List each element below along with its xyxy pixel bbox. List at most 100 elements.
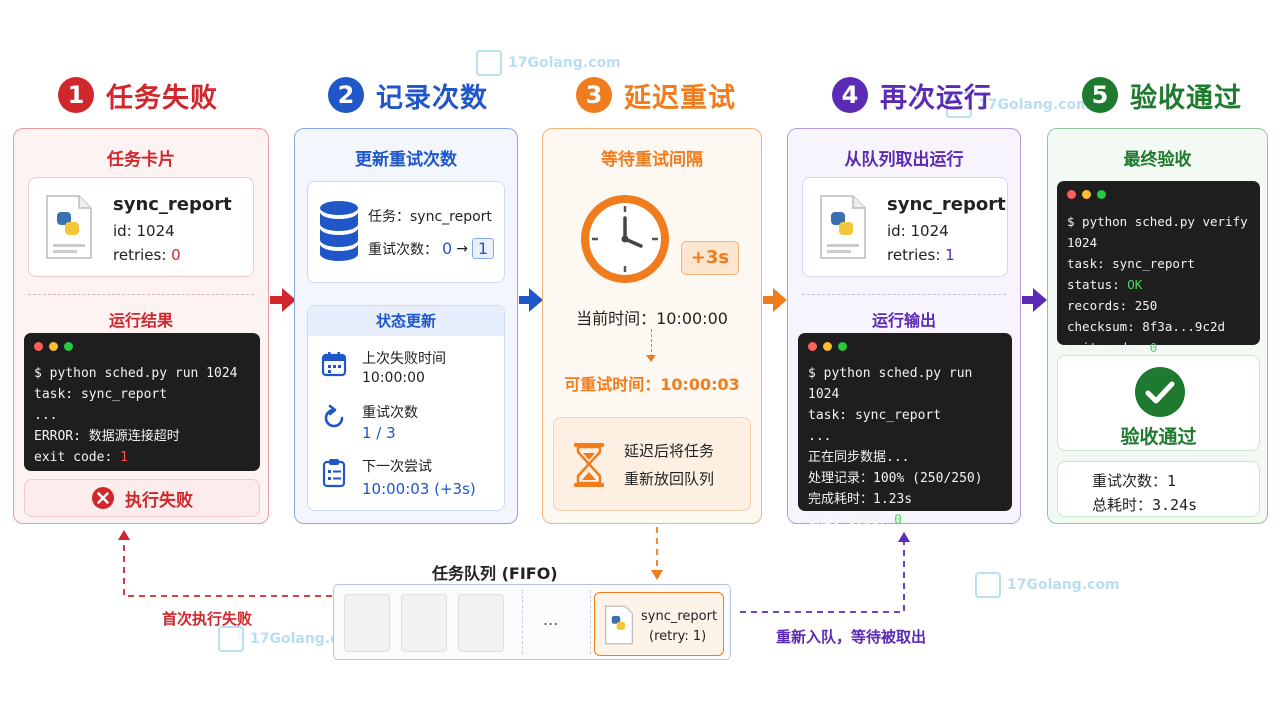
column-title: 更新重试次数 [355, 150, 457, 170]
status-value: 1 / 3 [362, 424, 396, 442]
column-accepted: 最终验收 $ python sched.py verify 1024 task:… [1047, 128, 1268, 524]
column-title: 最终验收 [1123, 150, 1192, 170]
status-update-card: 状态更新 上次失败时间 10:00:00 重试次数 1 / 3 下一次尝试 10… [307, 305, 505, 511]
retries-label: retries: [113, 246, 172, 264]
current-time: 当前时间：10:00:00 [576, 309, 728, 328]
retry-time: 可重试时间：10:00:03 [564, 375, 740, 394]
clipboard-icon [322, 459, 346, 488]
step-header-2: 2 记录次数 [328, 74, 488, 116]
flow-label-first-fail: 首次执行失败 [162, 610, 253, 628]
queue-divider [590, 590, 591, 654]
exit-code-value: 1 [120, 450, 128, 465]
terminal-line: ... [34, 408, 58, 423]
pass-label: 验收通过 [1120, 426, 1197, 448]
exit-code-value: 0 [1149, 340, 1158, 355]
step-header-5: 5 验收通过 [1082, 74, 1242, 116]
task-retries: retries: 1 [887, 246, 955, 264]
terminal-line: $ python sched.py verify 1024 [1067, 214, 1248, 250]
section-title: 运行结果 [108, 311, 173, 330]
connector-arrowhead [646, 355, 656, 362]
step-title: 延迟重试 [624, 82, 736, 114]
watermark: 17Golang.com [946, 92, 1091, 118]
watermark: 17Golang.com [476, 50, 621, 76]
arrow-right-icon: → [456, 240, 468, 257]
retry-label: 重试次数： [368, 241, 438, 258]
status-value: 10:00:00 [362, 370, 425, 386]
delay-badge: +3s [681, 241, 739, 275]
divider [802, 294, 1006, 295]
column-title: 等待重试间隔 [601, 150, 703, 170]
note-line: 重新放回队列 [624, 470, 715, 488]
retry-count: 重试次数：1 [1092, 472, 1177, 490]
flow-arrow [519, 296, 529, 304]
task-name: sync_report [113, 194, 232, 215]
terminal-line: checksum: 8f3a...9c2d [1067, 319, 1226, 334]
flow-arrow [1022, 296, 1033, 304]
queue-slot [344, 594, 390, 652]
summary-card: 重试次数：1 总耗时：3.24s [1057, 461, 1260, 517]
clock-icon [581, 195, 669, 283]
terminal-line: exit code: 1 [34, 450, 128, 465]
status-label: 下一次尝试 [362, 459, 432, 475]
retries-label: retries: [887, 246, 946, 264]
step-header-3: 3 延迟重试 [576, 74, 736, 116]
step-number: 1 [58, 77, 94, 113]
flow-arrow-head [1033, 288, 1047, 312]
flow-arrow [763, 296, 773, 304]
step-header-4: 4 再次运行 [832, 74, 992, 116]
step-title: 再次运行 [880, 82, 992, 114]
status-ok: OK [1127, 277, 1143, 292]
step-number: 4 [832, 77, 868, 113]
step-title: 记录次数 [376, 82, 488, 114]
flow-arrow-head [529, 288, 543, 312]
total-time: 总耗时：3.24s [1092, 496, 1198, 514]
watermark-logo-icon [476, 50, 502, 76]
requeue-note: 延迟后将任务 重新放回队列 [553, 417, 751, 511]
terminal-output: $ python sched.py run 1024 task: sync_re… [798, 333, 1012, 528]
window-dots [808, 342, 847, 351]
task-card: sync_report id: 1024 retries: 1 [802, 177, 1008, 277]
step-title: 任务失败 [106, 82, 218, 114]
watermark-logo-icon [218, 626, 244, 652]
python-file-icon [820, 195, 866, 259]
queue-item-retry: (retry: 1) [649, 629, 707, 644]
section-title: 运行输出 [871, 311, 936, 330]
task-line: 任务：sync_report [368, 209, 492, 225]
divider [28, 294, 254, 295]
window-dots [1067, 190, 1106, 199]
queue-item-name: sync_report [641, 609, 718, 624]
retry-to: 1 [471, 238, 495, 259]
fail-label: 执行失败 [125, 490, 193, 511]
retries-value: 0 [171, 246, 181, 264]
watermark-logo-icon [946, 92, 972, 118]
column-title: 任务卡片 [107, 150, 175, 170]
terminal-output: $ python sched.py verify 1024 task: sync… [1057, 181, 1260, 355]
flow-arrow-head [773, 288, 787, 312]
time-connector [651, 329, 652, 357]
watermark-logo-icon [975, 572, 1001, 598]
column-record-count: 更新重试次数 任务：sync_report 重试次数： 0 → 1 状态更新 上… [294, 128, 518, 524]
check-circle-icon [1135, 367, 1185, 417]
pass-card: 验收通过 [1057, 355, 1260, 451]
terminal-line: 正在同步数据... [808, 450, 910, 465]
terminal-line: 处理记录：100% (250/250) [808, 471, 983, 486]
exit-code-value: 0 [894, 513, 902, 528]
task-card: sync_report id: 1024 retries: 0 [28, 177, 254, 277]
terminal-line: task: sync_report [34, 387, 168, 402]
watermark: 17Golang.com [975, 572, 1120, 598]
fail-status: 执行失败 [24, 479, 260, 517]
window-dots [34, 342, 73, 351]
terminal-line: $ python sched.py run 1024 [34, 366, 238, 381]
status-value: 10:00:03 (+3s) [362, 480, 476, 498]
terminal-line: 完成耗时：1.23s [808, 492, 913, 507]
calendar-icon [321, 352, 347, 377]
queue-ellipsis: ... [543, 610, 559, 629]
step-number: 5 [1082, 77, 1118, 113]
status-title: 状态更新 [308, 306, 504, 336]
terminal-line: $ python sched.py run 1024 [808, 366, 973, 402]
flow-label-requeue: 重新入队，等待被取出 [776, 628, 927, 646]
queue-slot [401, 594, 447, 652]
terminal-line: task: sync_report [808, 408, 942, 423]
column-task-failed: 任务卡片 sync_report id: 1024 retries: 0 运行结… [13, 128, 269, 524]
